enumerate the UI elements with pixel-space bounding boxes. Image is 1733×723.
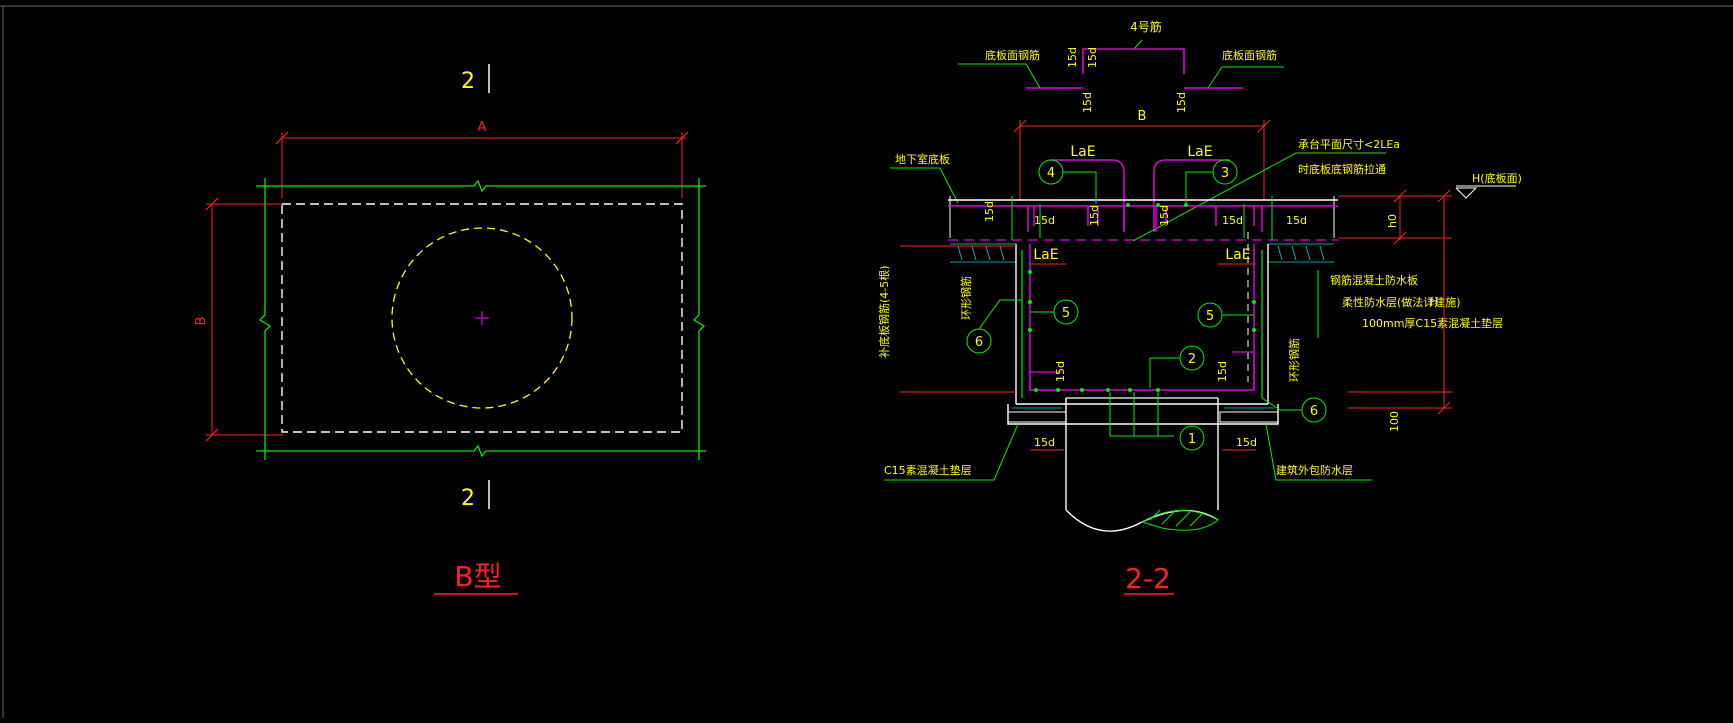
dim-100-label: 100 [1388,411,1401,432]
cap-side-dots [1028,270,1256,392]
height-label: H [1429,295,1438,309]
section-view-title: 2-2 [1125,562,1171,595]
dim-15d-cap-4: 15d [1222,214,1243,227]
rebar-3-bent [1153,159,1230,232]
svg-text:5: 5 [1062,306,1070,321]
cap-top-green-ticks [1011,196,1273,240]
dim-15d-bottom-right: 15d [1236,436,1257,449]
pile-center-mark [475,311,489,325]
svg-text:4: 4 [1047,166,1055,181]
slab-thickness-dim [1338,189,1452,245]
circle-label-5-left: 5 [1030,299,1079,325]
svg-text:6: 6 [975,335,983,350]
cap-dashed-outline [281,203,683,433]
dim-15d-slab-left: 15d [983,201,996,222]
level-label: H(底板面) [1472,171,1522,185]
cap-main-stirrup [1029,244,1255,391]
hatch-right [1268,243,1334,263]
dim-15d-cap-2: 15d [1088,205,1101,226]
label-rebar-4: 4号筋 [1130,19,1162,34]
leader-bottom-face-left [958,63,1041,89]
svg-text:6: 6 [1310,404,1318,419]
leader-outer-waterproof [1265,423,1372,481]
dim-15d-cap-3: 15d [1158,205,1171,226]
circle-label-5-right: 5 [1197,302,1254,328]
section-mark-top: 2 [461,69,475,94]
dim-15d-d: 15d [1175,92,1188,113]
leader-c15-cushion [884,423,1019,481]
cap-side-bars [1021,250,1263,398]
cap-top-stirrups [1027,206,1263,232]
rebar-dots-top [1126,203,1188,207]
lae-inner-right: LaE [1225,247,1250,263]
dim-15d-bottom-left: 15d [1034,436,1055,449]
pile-rebar [1109,392,1174,437]
dim-15d-slab-right: 15d [1286,214,1307,227]
height-dimension [1348,189,1452,415]
section-dimension-b [1013,119,1271,200]
leader-bottom-face-right [1207,66,1284,89]
circle-label-6-left: 6 [966,299,1022,354]
lae-inner-left: LaE [1033,247,1058,263]
cap-outline-green [256,178,706,460]
dim-b-label: B [194,317,209,326]
waterproof-note-3: 100mm厚C15素混凝土垫层 [1362,316,1503,330]
label-vertical-left: 补底板钢筋(4-5根) [877,265,891,358]
svg-text:5: 5 [1206,309,1214,324]
slab-thickness-label: h0 [1386,214,1399,228]
pile-circle [391,227,573,409]
note-line-1: 承台平面尺寸<2LEa [1298,137,1400,151]
hatch-left [950,243,1016,263]
dim-15d-inner-left: 15d [1054,361,1067,382]
waterproof-note-2: 柔性防水层(做法详建施) [1342,295,1461,309]
dim-15d-cap-1: 15d [1034,214,1055,227]
level-triangle [1455,187,1478,199]
circle-label-1: 1 [1179,425,1205,451]
svg-text:3: 3 [1221,166,1229,181]
circle-label-3: 3 [1185,159,1238,204]
label-c15-cushion: C15素混凝土垫层 [884,463,972,477]
corner-stirrup-right [1232,351,1255,390]
section-dim-b-label: B [1138,109,1147,124]
rebar-4-shape [1082,48,1185,74]
svg-text:1: 1 [1188,432,1196,447]
circle-label-2: 2 [1149,345,1205,388]
dim-15d-inner-right: 15d [1216,361,1229,382]
dim-15d-c: 15d [1081,92,1094,113]
rebar-4-bent [1050,159,1125,232]
section-view: 4号筋 15d 15d 15d 15d 底板面钢筋 底板面钢筋 B LaE La… [877,19,1522,595]
dim-15d-b: 15d [1086,47,1099,68]
section-mark-bottom: 2 [461,486,475,511]
lae-top-right: LaE [1187,144,1212,160]
label-stirrup-left: 环形钢筋 [959,276,973,320]
dimension-b: B [194,197,284,442]
leader-note [1132,152,1386,242]
pile [1065,397,1219,532]
dimension-a: A [275,120,689,198]
label-bottom-face-left: 底板面钢筋 [985,48,1040,62]
svg-text:2: 2 [1188,352,1196,367]
circle-label-6-right: 6 [1261,397,1327,423]
plan-view: 2 2 A B [194,64,706,595]
corner-stirrup-left [1029,371,1062,390]
circle-label-4: 4 [1038,159,1097,204]
lae-top-left: LaE [1070,144,1095,160]
waterproof-note-1: 钢筋混凝土防水板 [1330,273,1418,287]
label-bottom-face-right: 底板面钢筋 [1222,48,1277,62]
note-line-2: 时底板底钢筋拉通 [1298,162,1386,176]
label-outer-waterproof: 建筑外包防水层 [1276,463,1353,477]
plan-view-title: B型 [454,560,501,593]
label-basement-floor: 地下室底板 [895,152,950,166]
dim-15d-a: 15d [1066,47,1079,68]
dim-a-label: A [478,120,487,135]
label-stirrup-right: 环形钢筋 [1287,338,1301,382]
leader-basement-floor [890,167,959,204]
